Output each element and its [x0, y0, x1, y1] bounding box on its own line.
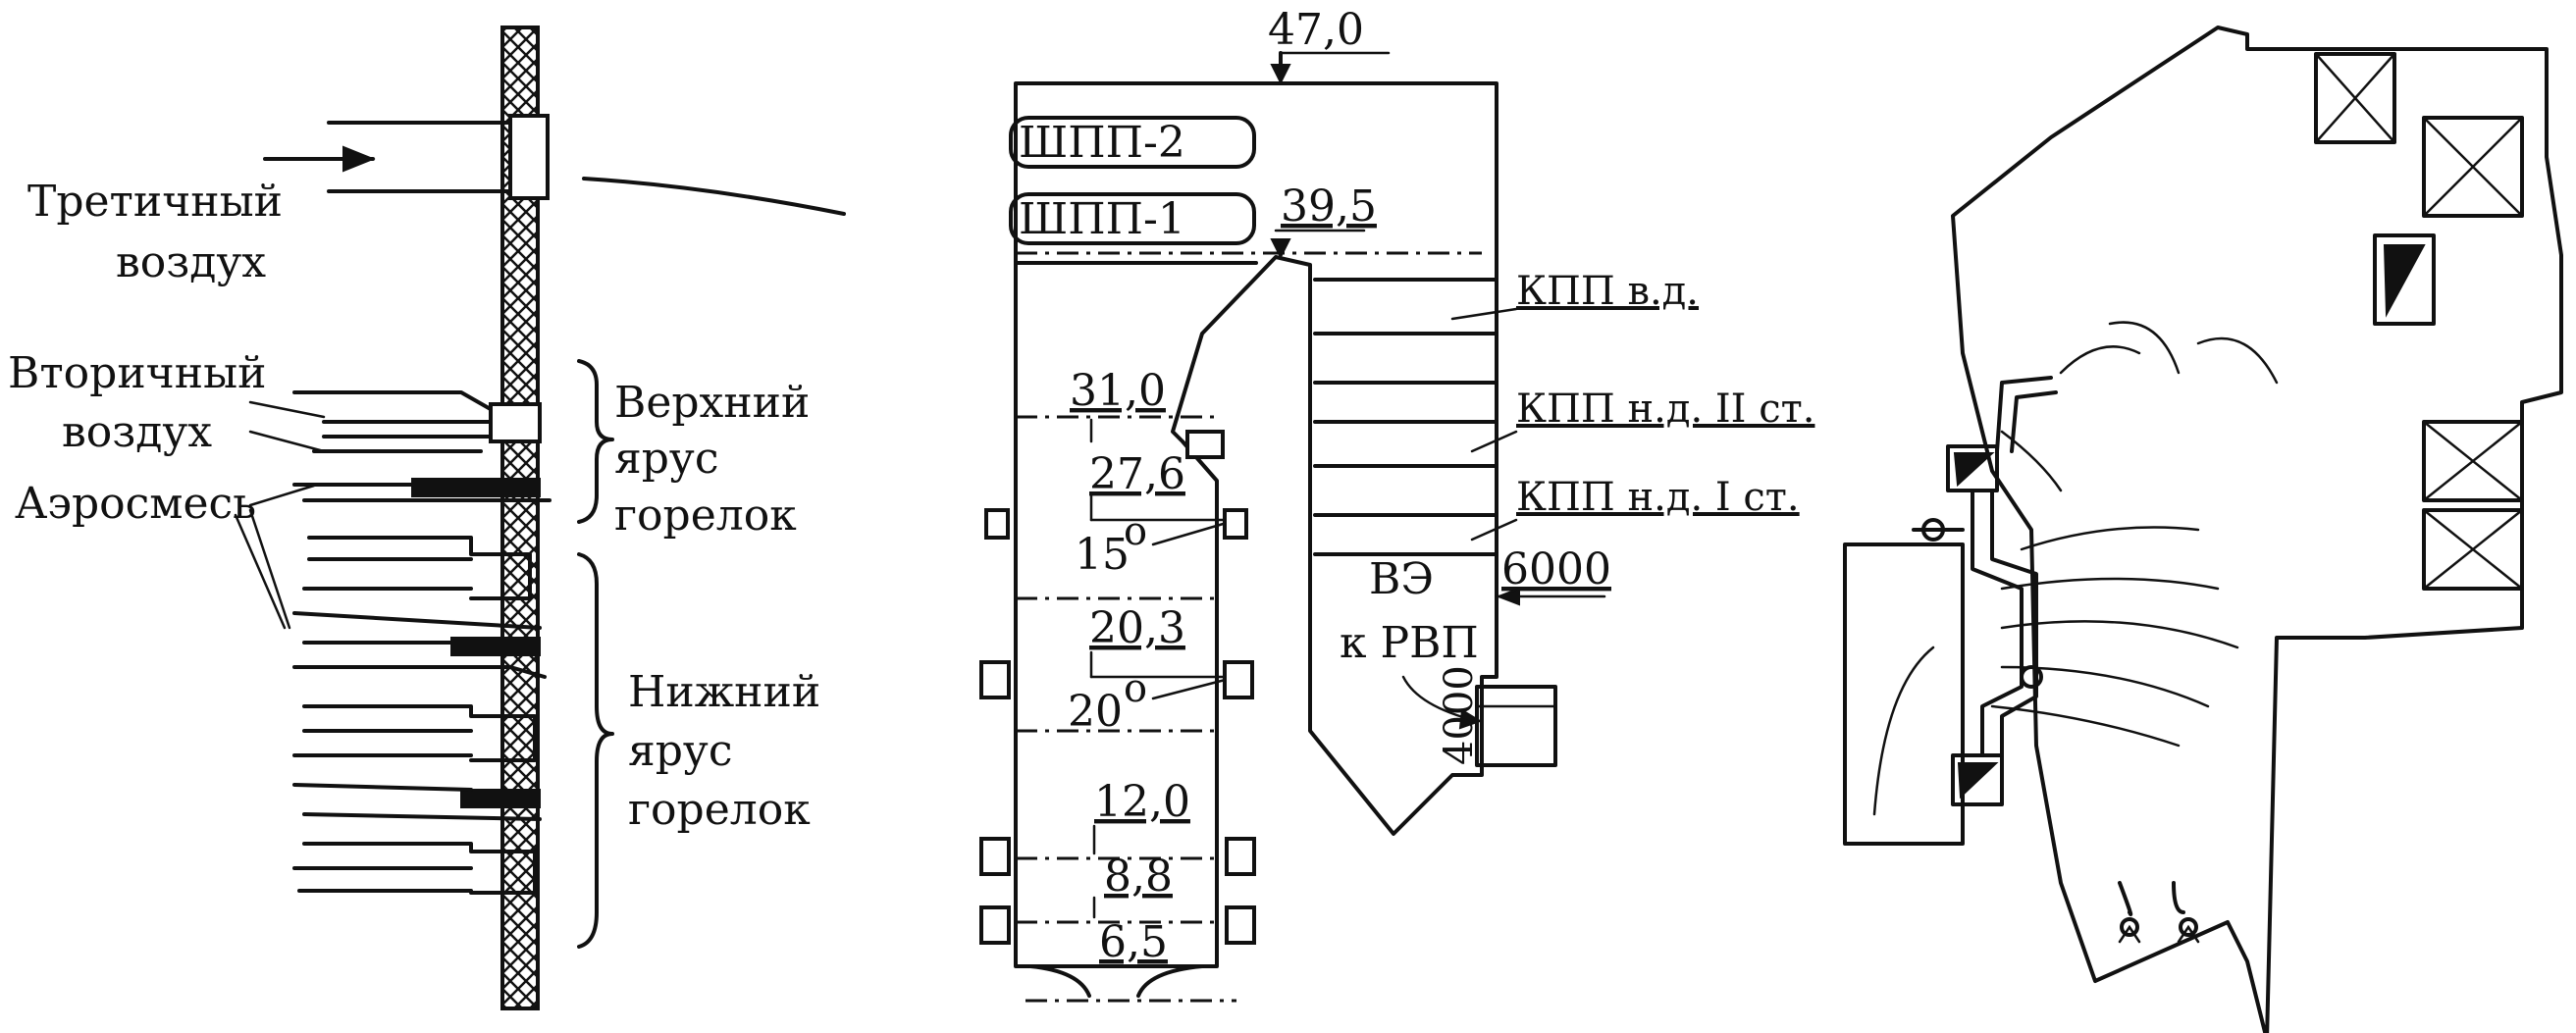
burner-nozzles	[292, 390, 552, 895]
elev-8-8: 8,8	[1104, 852, 1173, 902]
ash-nozzles	[2118, 881, 2200, 944]
burner-panel: Третичный воздух Вторичный воздух Аэросм…	[8, 26, 846, 1010]
level-lines	[1016, 415, 1217, 924]
air-heater	[2314, 52, 2524, 591]
lower-tier-label-1: Нижний	[628, 667, 820, 717]
dim-6000: 6000	[1501, 544, 1611, 594]
angle-15-deg: о	[1124, 509, 1147, 554]
elev-39-5: 39,5	[1281, 181, 1377, 232]
tertiary-air-duct	[263, 114, 846, 216]
tertiary-air-label-1: Третичный	[27, 177, 283, 227]
shpp2-box	[1009, 116, 1256, 169]
shpp1-label: ШПП-1	[1019, 194, 1185, 244]
secondary-air-label-1: Вторичный	[8, 348, 266, 398]
angle-20-deg: о	[1124, 666, 1147, 711]
lower-tier-label-3: горелок	[628, 785, 811, 835]
elev-27-6: 27,6	[1089, 449, 1185, 499]
secondary-air-label-2: воздух	[62, 407, 212, 457]
furnace-burners	[979, 430, 1256, 945]
boiler-casing	[1014, 81, 1498, 968]
aeromix-label: Аэросмесь	[15, 479, 256, 529]
elev-12-0: 12,0	[1094, 777, 1190, 827]
ve-label: ВЭ	[1369, 554, 1434, 604]
flue-outlet	[1475, 685, 1557, 767]
angle-15: 15	[1075, 530, 1130, 580]
shpp1-box	[1009, 192, 1256, 245]
kpp-vd-label: КПП в.д.	[1516, 269, 1699, 314]
convective-pass	[1313, 278, 1498, 556]
elev-31-0: 31,0	[1070, 366, 1166, 416]
burner-ducts-3d	[1843, 376, 2058, 846]
elev-top: 47,0	[1268, 5, 1364, 55]
kpp-nd2-label: КПП н.д. II ст.	[1516, 387, 1814, 432]
angle-20: 20	[1068, 687, 1123, 737]
upper-tier-label-2: ярус	[614, 434, 718, 484]
upper-tier-label-1: Верхний	[614, 378, 810, 428]
to-rvp-label: к РВП	[1340, 618, 1479, 668]
boiler-3d-outline	[1951, 26, 2563, 1033]
elev-6-5: 6,5	[1099, 917, 1168, 967]
boiler-3d-panel	[1843, 26, 2563, 1033]
boiler-elevation-panel: 47,0 ШПП-2 ШПП-1 39,5 КПП в.д. КПП н.д. …	[979, 5, 1814, 1003]
lower-tier-brace	[577, 552, 614, 949]
lower-tier-label-2: ярус	[628, 726, 732, 776]
shpp2-label: ШПП-2	[1019, 118, 1185, 168]
upper-tier-brace	[577, 359, 614, 524]
upper-tier-label-3: горелок	[614, 491, 797, 541]
elev-20-3: 20,3	[1089, 603, 1185, 653]
tertiary-arrow-icon	[342, 145, 376, 173]
kpp-nd1-label: КПП н.д. I ст.	[1516, 475, 1800, 520]
tertiary-air-label-2: воздух	[116, 237, 266, 287]
dim-4000: 4000	[1437, 665, 1482, 765]
